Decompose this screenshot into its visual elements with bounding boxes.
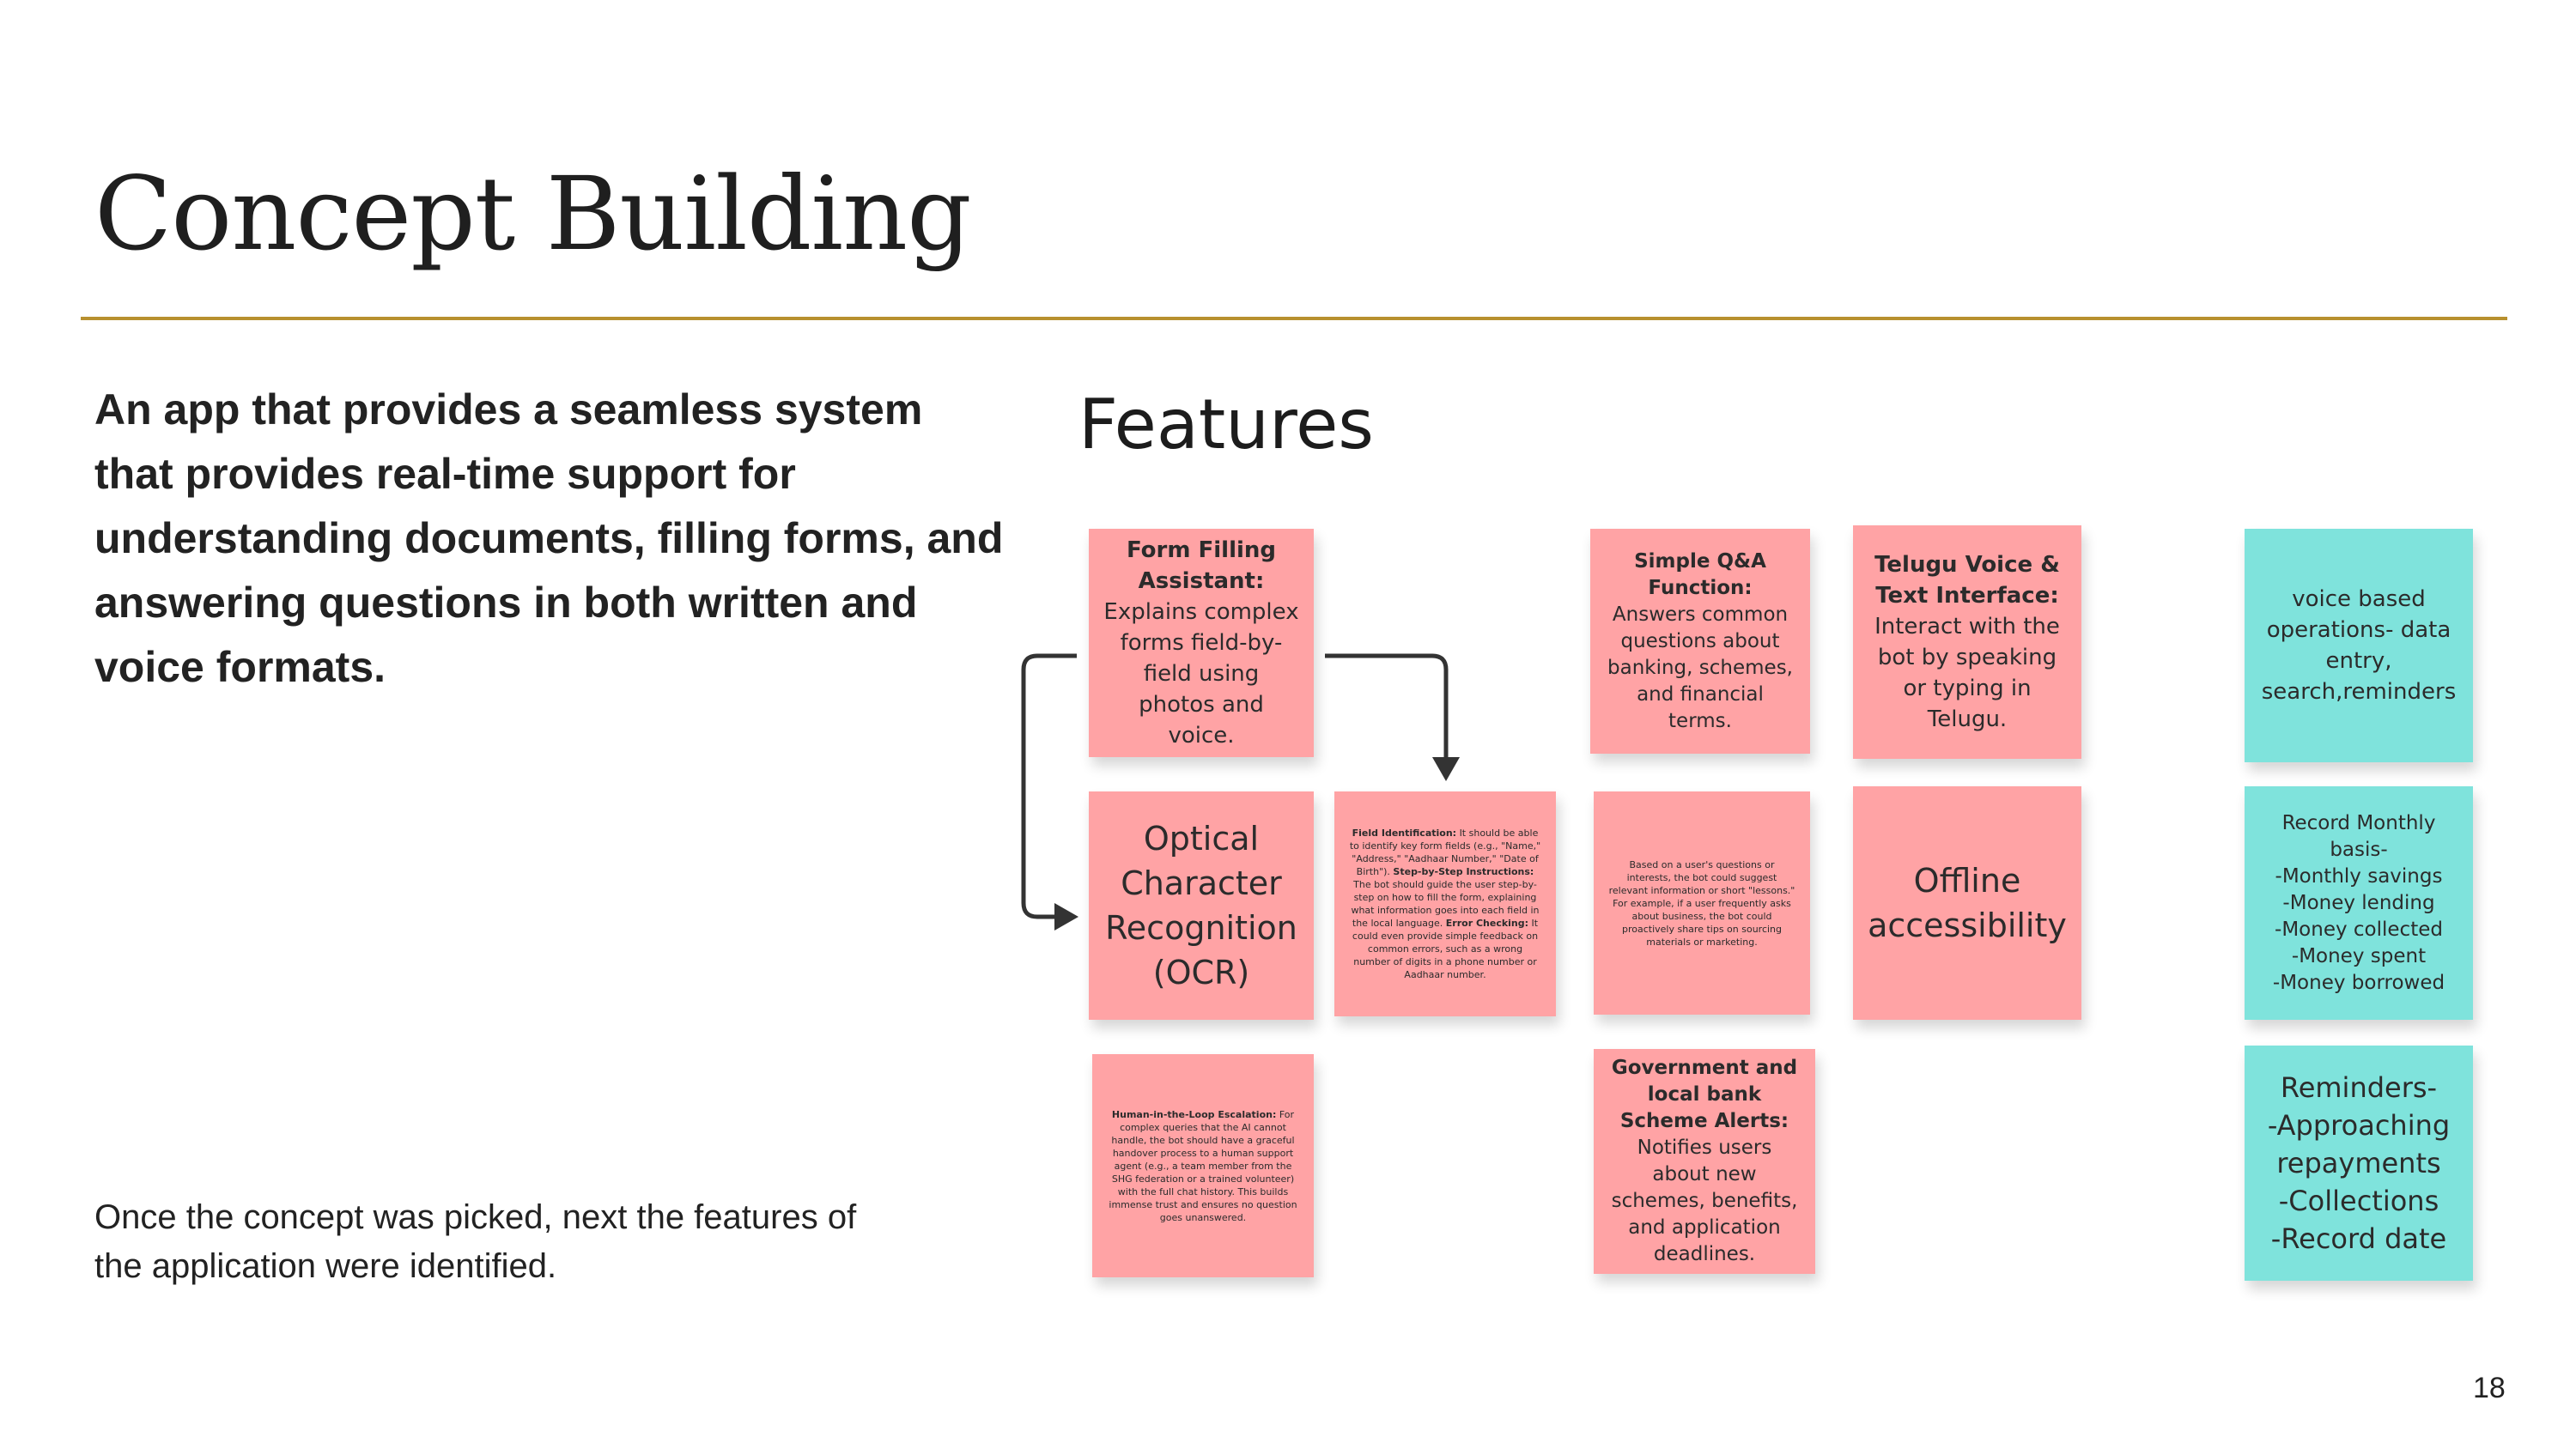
note-title: Human-in-the-Loop Escalation: (1111, 1108, 1277, 1120)
note-offline-accessibility[interactable]: Offline accessibility (1853, 786, 2081, 1020)
page-number: 18 (2473, 1372, 2506, 1404)
note-body: Offline accessibility (1868, 862, 2067, 944)
concept-description: An app that provides a seamless system t… (94, 385, 1004, 691)
note-title: Government and local bank Scheme Alerts: (1611, 1057, 1798, 1132)
note-title: Simple Q&A Function: (1634, 549, 1766, 599)
note-body: Based on a user's questions or interests… (1608, 858, 1795, 948)
arrow-form-to-ocr-head (1054, 903, 1078, 931)
note-body: For complex queries that the AI cannot h… (1109, 1108, 1297, 1223)
note-line: -Collections (2278, 1185, 2439, 1217)
title-divider (81, 317, 2507, 320)
note-line: -Money borrowed (2272, 971, 2445, 994)
note-title: Error Checking: (1445, 918, 1529, 929)
note-telugu-interface[interactable]: Telugu Voice & Text Interface: Interact … (1853, 525, 2081, 759)
note-body: The bot should guide the user step-by-st… (1351, 879, 1540, 929)
note-human-in-the-loop[interactable]: Human-in-the-Loop Escalation: For comple… (1092, 1054, 1314, 1277)
note-line: Reminders- (2280, 1071, 2438, 1104)
note-body: Answers common questions about banking, … (1607, 603, 1793, 732)
note-line: -Monthly savings (2275, 864, 2443, 888)
note-voice-operations[interactable]: voice based operations- data entry, sear… (2245, 529, 2473, 762)
note-title: Telugu Voice & Text Interface: (1874, 552, 2060, 609)
note-scheme-alerts[interactable]: Government and local bank Scheme Alerts:… (1594, 1049, 1815, 1274)
note-body: Optical Character Recognition (OCR) (1105, 820, 1297, 991)
note-field-identification[interactable]: Field Identification: It should be able … (1334, 791, 1556, 1016)
note-body: Notifies users about new schemes, benefi… (1611, 1137, 1798, 1265)
process-note: Once the concept was picked, next the fe… (94, 1198, 857, 1285)
note-line: -Approaching repayments (2267, 1109, 2451, 1179)
features-heading: Features (1078, 385, 1374, 464)
note-title: Step-by-Step Instructions: (1393, 866, 1534, 877)
note-line: -Money collected (2275, 918, 2443, 941)
note-body: Interact with the bot by speaking or typ… (1874, 614, 2060, 732)
arrow-form-to-field-id-head (1432, 757, 1460, 781)
note-suggested-lessons[interactable]: Based on a user's questions or interests… (1594, 791, 1810, 1015)
note-line: Record Monthly basis- (2281, 811, 2436, 861)
note-line: -Money spent (2291, 944, 2427, 967)
note-form-filling-assistant[interactable]: Form Filling Assistant: Explains complex… (1089, 529, 1314, 757)
note-body: voice based operations- data entry, sear… (2261, 586, 2457, 705)
note-title: Field Identification: (1352, 828, 1457, 839)
slide-title: Concept Building (94, 155, 972, 273)
note-simple-qa[interactable]: Simple Q&A Function: Answers common ques… (1590, 529, 1810, 754)
note-body: It could even provide simple feedback on… (1352, 918, 1539, 980)
note-title: Form Filling Assistant: (1126, 537, 1277, 594)
arrow-form-to-ocr (1021, 653, 1077, 919)
note-reminders[interactable]: Reminders- -Approaching repayments -Coll… (2245, 1046, 2473, 1281)
note-line: -Record date (2270, 1222, 2447, 1255)
arrow-form-to-field-id (1325, 653, 1449, 762)
note-ocr[interactable]: Optical Character Recognition (OCR) (1089, 791, 1314, 1020)
note-body: It should be able to identify key form f… (1349, 828, 1541, 877)
note-body: Explains complex forms field-by-field us… (1103, 599, 1299, 749)
note-monthly-records[interactable]: Record Monthly basis- -Monthly savings -… (2245, 786, 2473, 1020)
note-line: -Money lending (2282, 891, 2435, 914)
